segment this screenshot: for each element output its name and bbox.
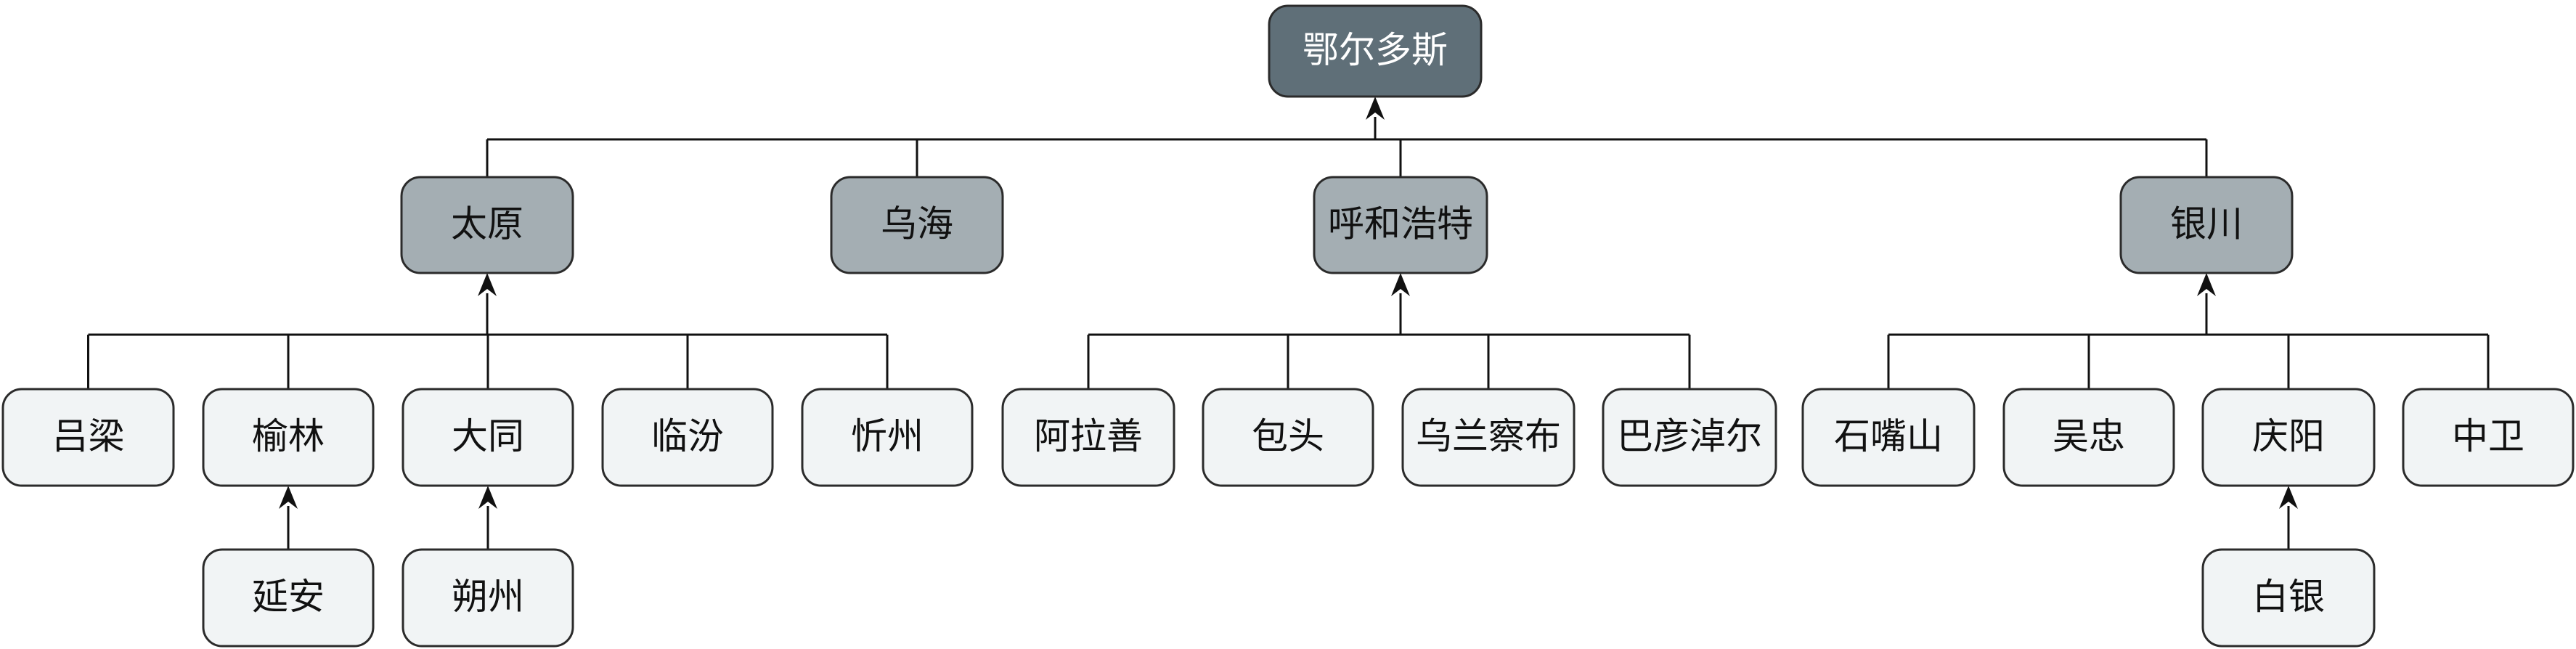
node-datong-label: 大同 bbox=[452, 415, 524, 457]
edge-taiyuan bbox=[87, 273, 889, 389]
node-shuozhou-box bbox=[402, 548, 574, 648]
node-xinzhou-label: 忻州 bbox=[851, 415, 924, 457]
node-lvliang-label: 吕梁 bbox=[52, 415, 125, 457]
node-linfen: 临汾 bbox=[601, 388, 774, 487]
node-root-box bbox=[1268, 4, 1483, 98]
arrowhead bbox=[1366, 97, 1385, 120]
edge-qingyang bbox=[2279, 486, 2298, 550]
node-bayannaoer-box bbox=[1602, 388, 1777, 487]
edge-huhehaote bbox=[1087, 273, 1691, 389]
node-yinchuan: 银川 bbox=[2119, 176, 2294, 274]
node-wuzhong-label: 吴忠 bbox=[2053, 415, 2125, 457]
arrowhead bbox=[2279, 486, 2298, 509]
node-root-label: 鄂尔多斯 bbox=[1303, 29, 1448, 71]
node-zhongwei-box bbox=[2402, 388, 2575, 487]
node-yanan: 延安 bbox=[202, 548, 375, 648]
node-baotou-box bbox=[1202, 388, 1374, 487]
node-lvliang-box bbox=[1, 388, 175, 487]
node-alashan: 阿拉善 bbox=[1001, 388, 1175, 487]
node-huhehaote: 呼和浩特 bbox=[1313, 176, 1488, 274]
node-baotou-label: 包头 bbox=[1252, 415, 1324, 457]
node-huhehaote-box bbox=[1313, 176, 1488, 274]
node-baiyin: 白银 bbox=[2201, 548, 2376, 648]
node-xinzhou-box bbox=[801, 388, 974, 487]
node-taiyuan-label: 太原 bbox=[451, 203, 523, 245]
node-qingyang-box bbox=[2201, 388, 2376, 487]
node-baiyin-label: 白银 bbox=[2252, 576, 2325, 618]
node-shizuishan-label: 石嘴山 bbox=[1834, 415, 1943, 457]
edge-datong bbox=[478, 486, 497, 550]
node-qingyang: 庆阳 bbox=[2201, 388, 2376, 487]
node-alashan-box bbox=[1001, 388, 1175, 487]
edge-root bbox=[486, 97, 2208, 177]
node-wulanchabu-box bbox=[1401, 388, 1576, 487]
node-huhehaote-label: 呼和浩特 bbox=[1328, 203, 1473, 245]
node-shuozhou: 朔州 bbox=[402, 548, 574, 648]
arrowhead bbox=[478, 273, 497, 296]
node-linfen-box bbox=[601, 388, 774, 487]
node-alashan-label: 阿拉善 bbox=[1034, 415, 1143, 457]
node-lvliang: 吕梁 bbox=[1, 388, 175, 487]
arrowhead bbox=[279, 486, 298, 509]
node-wuzhong: 吴忠 bbox=[2002, 388, 2175, 487]
node-taiyuan: 太原 bbox=[400, 176, 574, 274]
node-taiyuan-box bbox=[400, 176, 574, 274]
node-root: 鄂尔多斯 bbox=[1268, 4, 1483, 98]
node-wuzhong-box bbox=[2002, 388, 2175, 487]
arrowhead bbox=[1391, 273, 1410, 296]
node-datong: 大同 bbox=[402, 388, 574, 487]
node-wuhai-box bbox=[830, 176, 1004, 274]
arrowhead bbox=[2197, 273, 2216, 296]
node-yulin: 榆林 bbox=[202, 388, 375, 487]
node-baiyin-box bbox=[2201, 548, 2376, 648]
node-bayannaoer-label: 巴彦淖尔 bbox=[1617, 415, 1762, 457]
node-datong-box bbox=[402, 388, 574, 487]
node-linfen-label: 临汾 bbox=[651, 415, 724, 457]
node-baotou: 包头 bbox=[1202, 388, 1374, 487]
node-zhongwei: 中卫 bbox=[2402, 388, 2575, 487]
node-xinzhou: 忻州 bbox=[801, 388, 974, 487]
node-yanan-label: 延安 bbox=[252, 576, 325, 618]
node-yulin-label: 榆林 bbox=[252, 415, 325, 457]
edges-layer bbox=[87, 97, 2490, 550]
node-zhongwei-label: 中卫 bbox=[2452, 415, 2524, 457]
node-wuhai: 乌海 bbox=[830, 176, 1004, 274]
node-bayannaoer: 巴彦淖尔 bbox=[1602, 388, 1777, 487]
node-shizuishan-box bbox=[1801, 388, 1976, 487]
node-wulanchabu-label: 乌兰察布 bbox=[1416, 415, 1561, 457]
node-yinchuan-label: 银川 bbox=[2170, 203, 2243, 245]
node-qingyang-label: 庆阳 bbox=[2252, 415, 2325, 457]
node-yulin-box bbox=[202, 388, 375, 487]
node-yinchuan-box bbox=[2119, 176, 2294, 274]
edge-yulin bbox=[279, 486, 298, 550]
arrowhead bbox=[478, 486, 497, 509]
node-wulanchabu: 乌兰察布 bbox=[1401, 388, 1576, 487]
edge-yinchuan bbox=[1887, 273, 2490, 389]
node-yanan-box bbox=[202, 548, 375, 648]
node-shuozhou-label: 朔州 bbox=[452, 576, 524, 618]
node-shizuishan: 石嘴山 bbox=[1801, 388, 1976, 487]
node-wuhai-label: 乌海 bbox=[881, 203, 953, 245]
